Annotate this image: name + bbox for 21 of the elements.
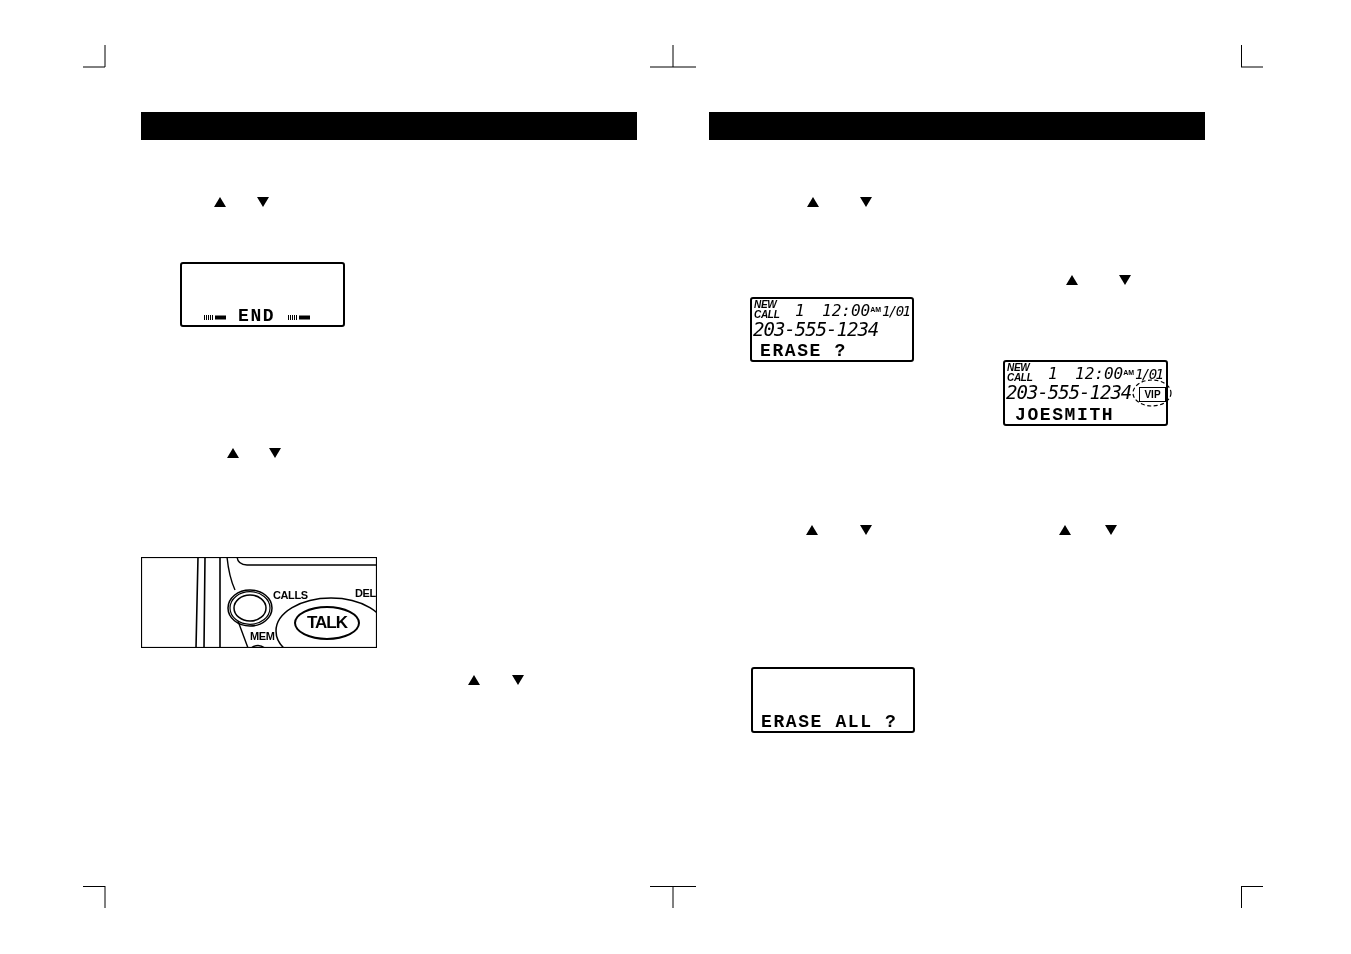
display-text: ERASE ? bbox=[760, 342, 847, 360]
display-text: ERASE ALL ? bbox=[761, 713, 898, 731]
display-text: 203-555-1234 bbox=[1006, 383, 1132, 402]
display-text: 1 bbox=[795, 303, 805, 319]
display-text: 1/01 bbox=[1135, 366, 1163, 382]
display-text: 1/01 bbox=[882, 303, 910, 319]
talk-button: TALK bbox=[294, 606, 360, 640]
display-text: 1 bbox=[1048, 366, 1058, 382]
vip-indicator: VIP bbox=[1139, 387, 1166, 402]
display-text: JOESMITH bbox=[1015, 406, 1115, 424]
lcd-display bbox=[751, 667, 915, 733]
display-text: 12:00$^{AM}$ bbox=[1075, 366, 1135, 382]
lcd-display bbox=[750, 297, 914, 362]
button-label: CALLS bbox=[273, 590, 308, 601]
lcd-display bbox=[1003, 360, 1168, 426]
lcd-display bbox=[180, 262, 345, 327]
display-text: END bbox=[238, 307, 276, 325]
display-text: 203-555-1234 bbox=[753, 320, 879, 339]
button-label: MEM bbox=[250, 631, 275, 642]
display-text: 12:00$^{AM}$ bbox=[822, 303, 882, 319]
button-label: DEL bbox=[355, 588, 376, 599]
